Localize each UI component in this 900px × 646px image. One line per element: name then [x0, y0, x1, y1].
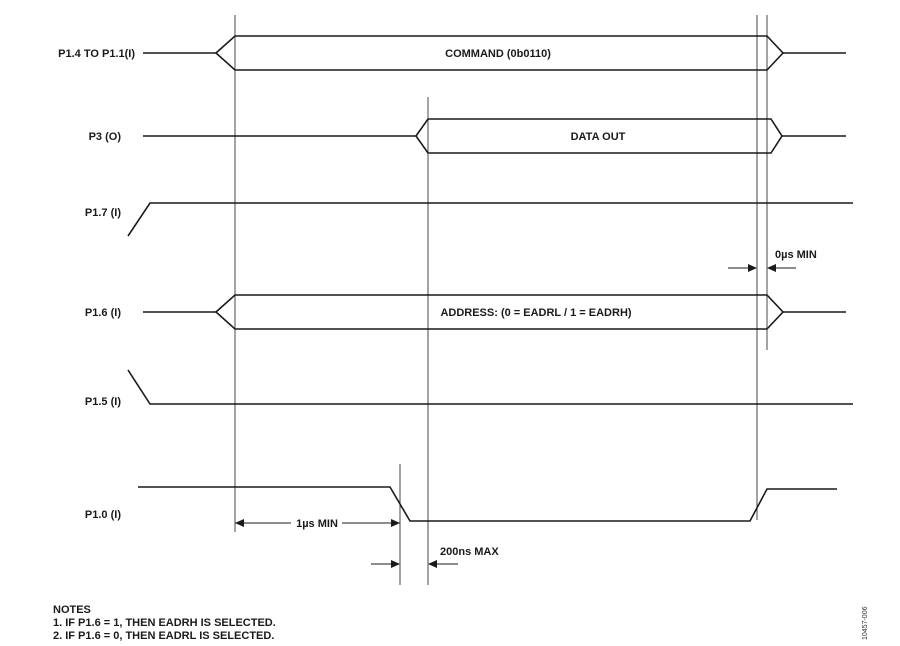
timing-1us-min: 1µs MIN [296, 518, 338, 530]
timing-200ns-max: 200ns MAX [440, 546, 499, 558]
p3-waveform [143, 118, 846, 154]
label-p15: P1.5 (I) [85, 396, 121, 408]
label-p14-p11: P1.4 TO P1.1(I) [58, 48, 135, 60]
timing-0us-min: 0µs MIN [775, 249, 817, 261]
bus-label-data-out: DATA OUT [571, 131, 626, 143]
label-p3: P3 (O) [89, 131, 122, 143]
p17-waveform [127, 202, 853, 237]
note-item-2: 2. IF P1.6 = 0, THEN EADRL IS SELECTED. [53, 630, 275, 642]
notes-block: NOTES 1. IF P1.6 = 1, THEN EADRH IS SELE… [53, 604, 276, 643]
label-p17: P1.7 (I) [85, 207, 121, 219]
p15-waveform [127, 369, 853, 405]
p10-waveform [138, 486, 837, 522]
p14-p11-waveform [143, 35, 846, 71]
bus-label-command: COMMAND (0b0110) [445, 48, 551, 60]
label-p16: P1.6 (I) [85, 307, 121, 319]
p16-waveform [143, 294, 846, 330]
figure-id: 10457-006 [862, 606, 869, 640]
bus-label-address: ADDRESS: (0 = EADRL / 1 = EADRH) [440, 307, 631, 319]
notes-title: NOTES [53, 604, 91, 616]
reference-lines [234, 15, 768, 585]
dim-1us-min [235, 519, 400, 527]
label-p10: P1.0 (I) [85, 509, 121, 521]
note-item-1: 1. IF P1.6 = 1, THEN EADRH IS SELECTED. [53, 617, 276, 629]
dim-0us-min [728, 264, 796, 272]
dim-200ns-max [371, 560, 458, 568]
